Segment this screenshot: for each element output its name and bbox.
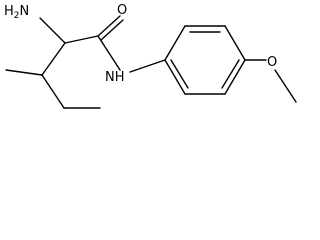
bond-beta-carbon-to-methyl	[5, 69, 43, 76]
ether-oxygen-label: O	[267, 55, 277, 70]
bond-alpha-carbon-to-beta-carbon	[41, 42, 66, 76]
bond-beta-carbon-to-ethyl-ch2	[41, 74, 65, 109]
bond-alpha-carbon-to-carbonyl	[64, 35, 99, 44]
amide-nh-label: NH	[105, 70, 125, 85]
ring-bond-6	[164, 59, 186, 95]
carbonyl-oxygen-label: O	[117, 3, 127, 18]
bond-ether-oxygen-to-methyl	[274, 69, 297, 103]
bond-carbonyl-double-2	[100, 19, 124, 41]
bond-carbonyl-double-1	[97, 15, 121, 37]
chemical-structure-diagram: H2N O NH O	[4, 3, 297, 109]
ring-bond-4	[224, 59, 246, 95]
ring-double-bond-inner-2	[221, 59, 240, 89]
bond-amide-n-to-ring	[129, 59, 166, 73]
ring-bond-3	[224, 25, 246, 61]
bond-alpha-carbon-to-nh2	[39, 17, 66, 44]
ring-bond-1	[164, 25, 186, 61]
amino-group-label: H2N	[4, 4, 29, 21]
bond-carbonyl-to-amide-n	[97, 35, 121, 71]
ring-double-bond-inner-3	[170, 59, 189, 89]
